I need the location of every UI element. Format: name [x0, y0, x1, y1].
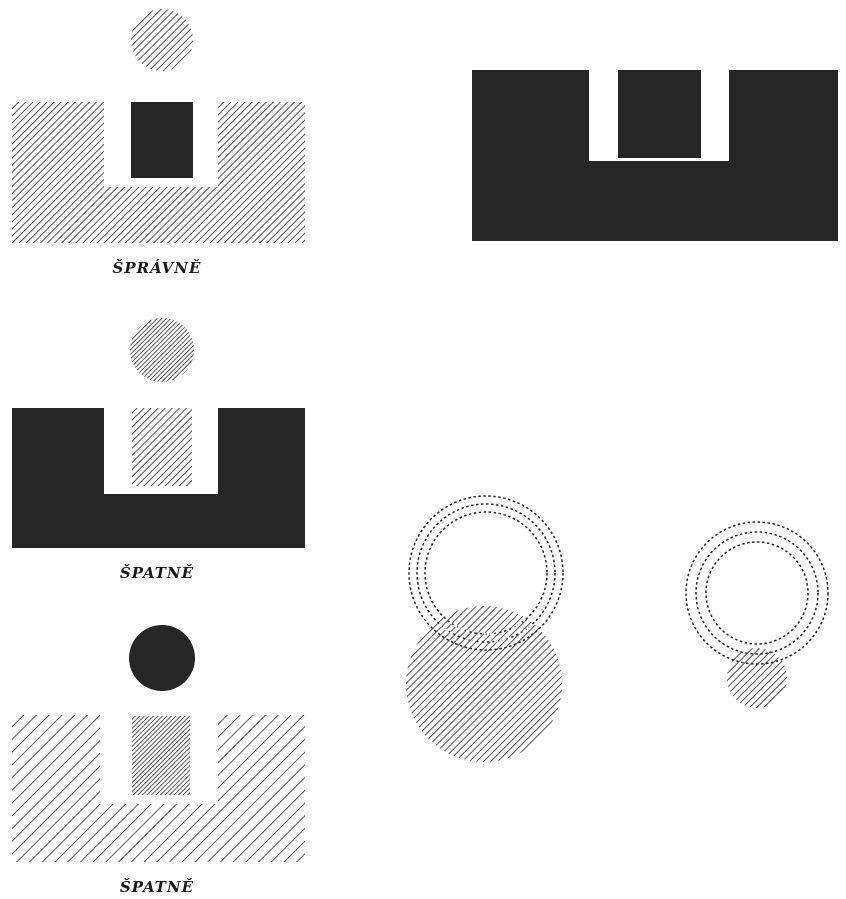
dotted-ring-inner: [706, 542, 808, 644]
diagram-wrong-hatched: ŠPATNĚ: [12, 625, 305, 896]
solid-core: [131, 102, 193, 178]
diagram-silhouette: [472, 70, 838, 241]
diagram-correct: ŠPRÁVNĚ: [12, 9, 305, 277]
caption-wrong-2: ŠPATNĚ: [120, 878, 194, 896]
dense-hatched-core: [132, 716, 190, 795]
hatched-small-disc: [727, 648, 787, 708]
dotted-ring-outer: [686, 522, 828, 664]
solid-silhouette-core: [618, 70, 701, 158]
dense-hatched-disc: [130, 318, 194, 382]
diagram-wrong-solid: ŠPATNĚ: [12, 318, 305, 582]
diagram-overlap-large: [406, 496, 563, 762]
caption-correct: ŠPRÁVNĚ: [113, 259, 202, 277]
hatched-large-disc: [406, 606, 562, 762]
hatched-core: [132, 408, 192, 486]
dotted-ring-middle: [696, 532, 818, 654]
caption-wrong-1: ŠPATNĚ: [120, 564, 194, 582]
diagram-overlap-small: [686, 522, 828, 708]
hatched-disc: [131, 9, 193, 71]
dotted-rings-small: [686, 522, 828, 664]
solid-disc: [129, 625, 195, 691]
